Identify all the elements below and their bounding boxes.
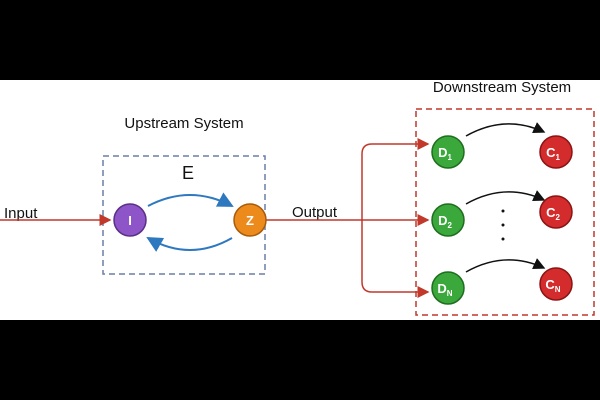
coupling-arrow-d2-c2: [465, 190, 546, 205]
node-c1-letter: C: [546, 145, 556, 160]
svg-text:DN: DN: [437, 281, 452, 298]
backward-arrow-z-to-i: [146, 237, 233, 252]
node-i: I: [113, 203, 147, 237]
downstream-system-label: Downstream System: [433, 80, 571, 96]
node-cn: CN: [539, 267, 573, 301]
upstream-system-label: Upstream System: [124, 115, 243, 132]
node-z: Z: [233, 203, 267, 237]
node-c2-letter: C: [546, 205, 556, 220]
node-dn: DN: [431, 271, 465, 305]
vertical-ellipsis: [501, 209, 505, 241]
svg-text:D1: D1: [438, 145, 452, 162]
diagram-canvas: Upstream System Downstream System Input …: [0, 80, 600, 320]
node-c1: C1: [539, 135, 573, 169]
node-dn-letter: D: [437, 281, 446, 296]
coupling-arrow-d1-c1: [465, 122, 546, 137]
downstream-system-box: [415, 108, 595, 316]
svg-text:C2: C2: [546, 205, 560, 222]
output-label: Output: [292, 204, 338, 221]
node-cn-sub: N: [555, 285, 561, 294]
node-d1: D1: [431, 135, 465, 169]
svg-text:D2: D2: [438, 213, 452, 230]
node-i-letter: I: [128, 213, 132, 228]
diagram-svg: Upstream System Downstream System Input …: [0, 80, 595, 316]
node-d1-letter: D: [438, 145, 447, 160]
node-d2-sub: 2: [447, 221, 452, 230]
output-arrow-to-dn: [361, 220, 430, 298]
coupling-arrow-dn-cn: [465, 258, 546, 273]
input-label: Input: [4, 205, 38, 222]
forward-arrow-i-to-z: [147, 192, 234, 207]
node-dn-sub: N: [447, 289, 453, 298]
node-c2-sub: 2: [555, 213, 560, 222]
node-d2: D2: [431, 203, 465, 237]
edge-label-e: E: [182, 163, 194, 183]
svg-text:CN: CN: [545, 277, 560, 294]
output-arrow-to-d1: [361, 138, 430, 220]
node-d2-letter: D: [438, 213, 447, 228]
node-c1-sub: 1: [555, 153, 560, 162]
node-c2: C2: [539, 195, 573, 229]
node-cn-letter: C: [545, 277, 555, 292]
node-z-letter: Z: [246, 213, 254, 228]
svg-text:C1: C1: [546, 145, 560, 162]
node-d1-sub: 1: [447, 153, 452, 162]
